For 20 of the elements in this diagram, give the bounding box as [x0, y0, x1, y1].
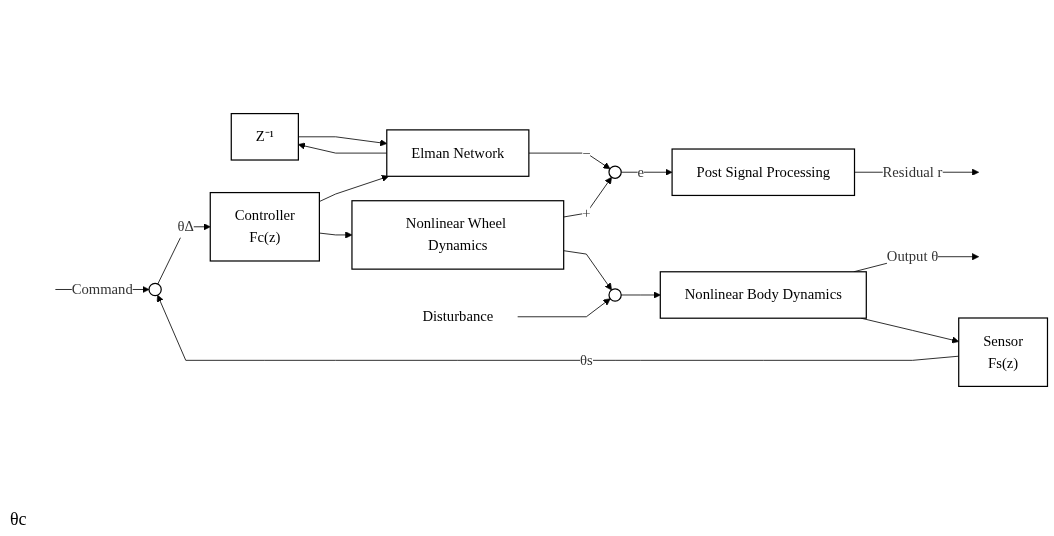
node-circle [608, 165, 622, 179]
edge-label: e [637, 163, 645, 180]
node-circle [148, 282, 162, 297]
edge-label: + [582, 204, 591, 221]
node-box: Nonlinear Wheel Dynamics [351, 200, 565, 270]
node-box: Controller Fc(z) [209, 192, 320, 262]
edge-label: − [582, 144, 591, 161]
edge-label: θs [579, 351, 593, 369]
node-text: Disturbance [422, 308, 494, 325]
node-box: Elman Network [386, 129, 530, 177]
node-box: Z⁻¹ [230, 113, 299, 161]
edge-label: Command [71, 280, 133, 298]
node-circle [608, 288, 622, 302]
edge-label: θΔ [177, 218, 194, 235]
node-box: Post Signal Processing [671, 148, 856, 197]
node-box: Nonlinear Body Dynamics [659, 271, 867, 319]
node-box: Sensor Fs(z) [958, 317, 1049, 387]
edge-label: Residual r [882, 163, 943, 180]
edge-label: Output θ [886, 248, 939, 265]
signal-label: θc [10, 509, 27, 529]
